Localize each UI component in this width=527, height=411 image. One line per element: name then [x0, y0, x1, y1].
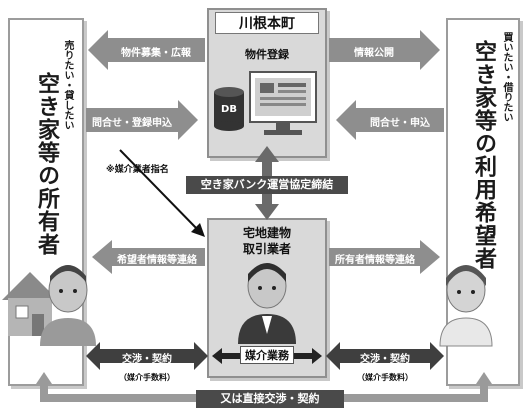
arrow-inquiry-register: [86, 100, 198, 140]
database-icon: [214, 87, 244, 131]
broker-title-line1: 宅地建物: [242, 226, 291, 240]
arrow-seeker-info-contact: [92, 240, 205, 274]
seeker-subtitle: 買いたい・借りたい: [501, 32, 512, 122]
owner-subtitle: 売りたい・貸したい: [62, 40, 73, 130]
arrow-owner-info-contact: [329, 240, 440, 274]
fee-right-label: （媒介手数料）: [357, 373, 413, 382]
broker-person-icon: [238, 263, 296, 344]
seeker-person-icon: [439, 265, 493, 347]
listing-label: 物件登録: [245, 48, 289, 61]
owner-info-contact-label: 所有者情報等連絡: [335, 255, 415, 266]
info-publish-label: 情報公開: [354, 48, 394, 59]
monitor-icon: [249, 71, 317, 135]
arrow-negotiation-left: [86, 342, 208, 370]
seeker-title: 空き家等の利用希望者: [471, 40, 496, 270]
broker-title-line2: 取引業者: [242, 242, 291, 256]
inquiry-register-label: 問合せ・登録申込: [92, 118, 172, 129]
inquiry-apply-label: 問合せ・申込: [370, 118, 430, 129]
town-name: 川根本町: [215, 12, 319, 34]
arrow-info-publish: [329, 30, 440, 70]
negotiation-left-label: 交渉・契約: [122, 354, 172, 365]
arrow-nominate-broker: [119, 149, 201, 233]
owner-person-icon: [40, 265, 96, 346]
nominate-broker-note: ※媒介業者指名: [106, 165, 169, 175]
fee-left-label: （媒介手数料）: [119, 373, 175, 382]
broker-service-label: 媒介業務: [240, 346, 294, 364]
owner-title: 空き家等の所有者: [34, 72, 59, 256]
db-label: DB: [221, 104, 237, 115]
agreement-label: 空き家バンク運営協定締結: [186, 176, 348, 194]
recruit-ads-label: 物件募集・広報: [121, 48, 191, 59]
direct-negotiation-label: 又は直接交渉・契約: [196, 390, 344, 408]
negotiation-right-label: 交渉・契約: [360, 354, 410, 365]
seeker-info-contact-label: 希望者情報等連絡: [117, 255, 197, 266]
arrow-inquiry-apply: [336, 100, 444, 140]
arrow-negotiation-right: [326, 342, 444, 370]
arrow-recruit-ads: [88, 30, 205, 70]
